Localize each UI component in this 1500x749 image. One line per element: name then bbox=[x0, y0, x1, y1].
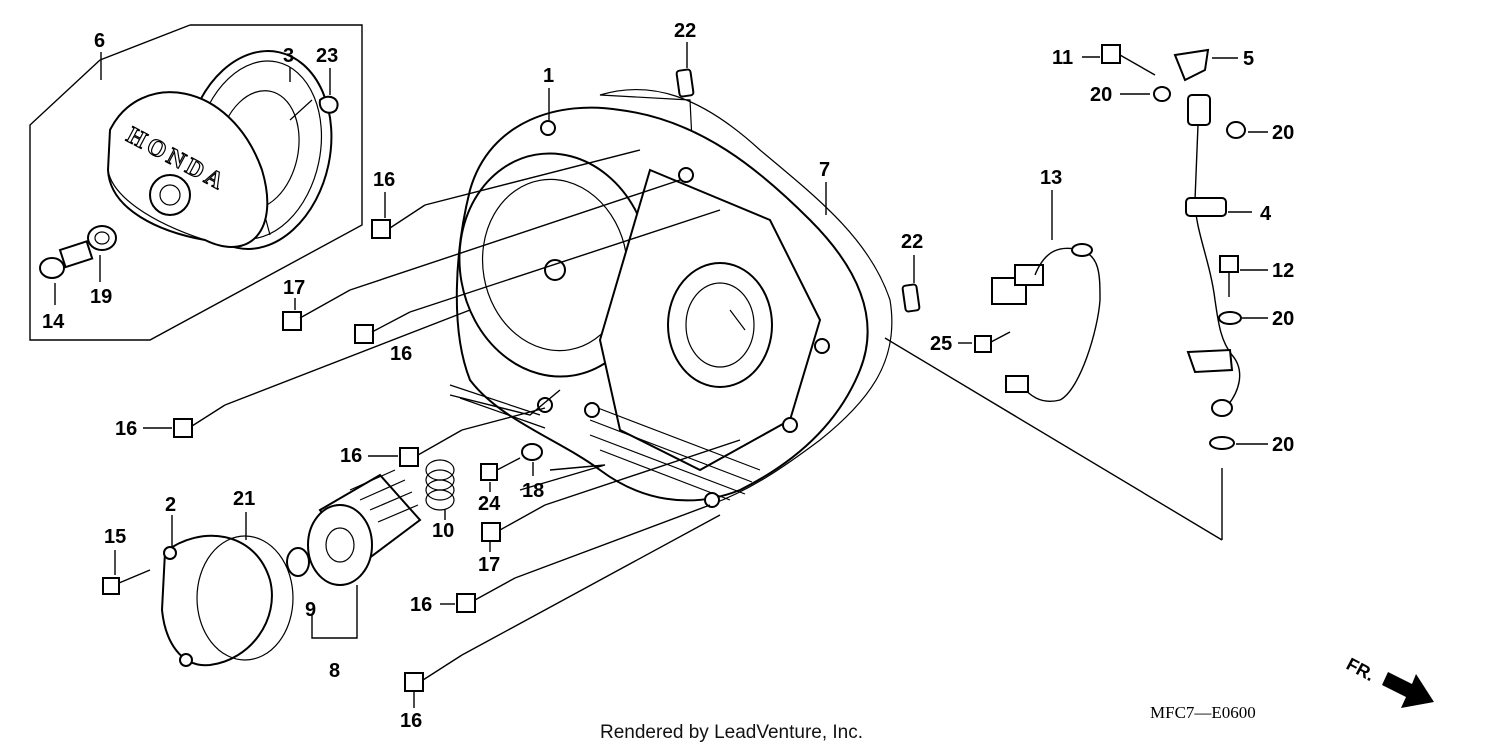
callout-16-filter: 16 bbox=[340, 445, 362, 467]
cover-lid-inset: HONDA bbox=[29, 24, 363, 341]
callout-16-left: 16 bbox=[115, 418, 137, 440]
callout-17-lower: 17 bbox=[478, 554, 500, 576]
callout-11: 11 bbox=[1052, 47, 1073, 69]
spring-10 bbox=[425, 459, 455, 511]
callout-3: 3 bbox=[283, 45, 294, 67]
bolt-17-lower bbox=[481, 504, 546, 542]
callout-16-mid: 16 bbox=[390, 343, 412, 365]
callout-18: 18 bbox=[522, 480, 544, 502]
callout-23: 23 bbox=[316, 45, 338, 67]
diagram-code: MFC7—E0600 bbox=[1150, 703, 1256, 722]
callout-22-top: 22 bbox=[674, 20, 696, 42]
render-credit: Rendered by LeadVenture, Inc. bbox=[600, 722, 863, 743]
bolt-16-bottom bbox=[456, 577, 516, 613]
callout-labels: 6 3 23 14 19 1 22 22 7 16 17 16 16 16 10… bbox=[42, 20, 1294, 732]
bolt-25 bbox=[974, 331, 1011, 353]
filter-cap-2 bbox=[160, 534, 294, 667]
callout-2: 2 bbox=[165, 494, 176, 516]
callout-16-lowest: 16 bbox=[400, 710, 422, 732]
callout-14: 14 bbox=[42, 311, 65, 333]
callout-1: 1 bbox=[543, 65, 554, 87]
callout-9: 9 bbox=[305, 599, 316, 621]
callout-16-upper: 16 bbox=[373, 169, 395, 191]
washer-20d bbox=[1209, 436, 1235, 450]
bolt-16-left bbox=[173, 404, 226, 438]
callout-21: 21 bbox=[233, 488, 255, 510]
callout-4: 4 bbox=[1260, 203, 1272, 225]
callout-17-upper: 17 bbox=[283, 277, 305, 299]
washer-18 bbox=[521, 443, 543, 461]
callout-16-bottom: 16 bbox=[410, 594, 432, 616]
callout-20-a: 20 bbox=[1090, 84, 1112, 106]
sensor-13 bbox=[991, 243, 1101, 402]
callout-15: 15 bbox=[104, 526, 126, 548]
bolt-16-lowest bbox=[404, 654, 463, 692]
o-ring-9 bbox=[286, 547, 310, 577]
callout-13: 13 bbox=[1040, 167, 1062, 189]
callout-ticks bbox=[54, 42, 1268, 708]
crankcase-cover bbox=[449, 88, 893, 508]
callout-22-right: 22 bbox=[901, 231, 923, 253]
callout-6: 6 bbox=[94, 30, 105, 52]
callout-19: 19 bbox=[90, 286, 112, 308]
bracket-5 bbox=[1173, 48, 1210, 82]
bolt-24 bbox=[480, 457, 521, 481]
bolt-15 bbox=[102, 569, 151, 595]
front-direction-marker: FR. bbox=[1343, 654, 1434, 708]
washer-20c bbox=[1218, 311, 1242, 325]
bolt-17-upper bbox=[282, 289, 351, 331]
callout-7: 7 bbox=[819, 159, 830, 181]
bolt-16-mid bbox=[354, 311, 411, 344]
callout-20-b: 20 bbox=[1272, 122, 1294, 144]
seal-19 bbox=[87, 225, 117, 251]
front-arrow-icon bbox=[1382, 672, 1434, 708]
switch-cable-4 bbox=[1185, 94, 1241, 417]
bolt-11 bbox=[1101, 44, 1156, 76]
callout-20-c: 20 bbox=[1272, 308, 1294, 330]
bolt-14 bbox=[39, 240, 94, 279]
washer-20a bbox=[1153, 86, 1171, 102]
bolt-16-upper bbox=[371, 204, 426, 239]
bolt-12 bbox=[1219, 255, 1239, 297]
clip-part bbox=[318, 95, 339, 114]
callout-24: 24 bbox=[478, 493, 501, 515]
oil-filter bbox=[307, 469, 422, 586]
callout-5: 5 bbox=[1243, 48, 1254, 70]
callout-10: 10 bbox=[432, 520, 454, 542]
bolt-16-filter bbox=[399, 429, 463, 467]
leader-lines bbox=[224, 149, 1223, 656]
callout-20-d: 20 bbox=[1272, 434, 1294, 456]
callout-25: 25 bbox=[930, 333, 952, 355]
emblem-cover: HONDA bbox=[106, 91, 269, 248]
dowel-pin-right bbox=[901, 283, 921, 313]
washer-20b bbox=[1226, 121, 1246, 139]
front-marker-label: FR. bbox=[1343, 654, 1378, 685]
bracket-8 bbox=[311, 585, 358, 639]
callout-8: 8 bbox=[329, 660, 340, 682]
callout-12: 12 bbox=[1272, 260, 1294, 282]
dowel-pin-top bbox=[675, 68, 695, 98]
